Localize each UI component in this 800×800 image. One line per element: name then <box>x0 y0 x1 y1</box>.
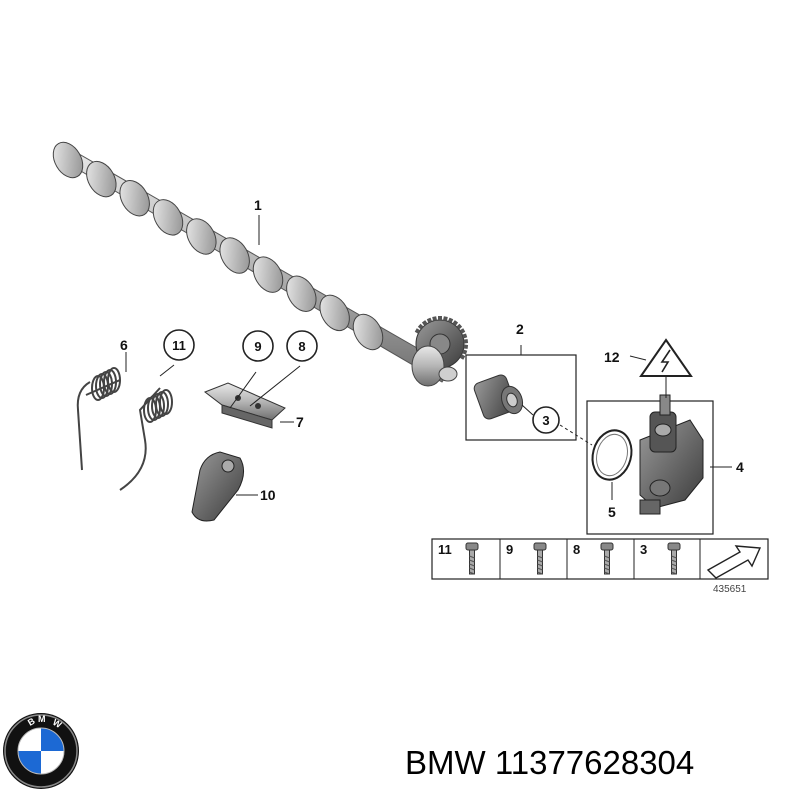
reference-number: 435651 <box>713 584 747 595</box>
callout-12: 12 <box>604 349 620 365</box>
callout-8: 8 <box>298 339 305 354</box>
bolt-icon <box>533 542 547 575</box>
retaining-plate <box>203 365 301 429</box>
cam-lobe <box>252 256 284 293</box>
cam-lobe <box>86 160 117 198</box>
solenoid-sleeve <box>473 374 524 420</box>
electrical-warning-icon <box>629 338 693 398</box>
direction-arrow-icon <box>706 545 762 579</box>
fastener-label: 11 <box>438 542 452 557</box>
o-ring <box>591 429 633 481</box>
camshaft <box>52 141 469 387</box>
cam-lobe <box>119 180 150 217</box>
part-caption: BMW 11377628304 <box>405 738 795 788</box>
fastener-label: 9 <box>506 542 513 557</box>
part-4-box <box>586 394 732 535</box>
cam-lobe <box>52 141 84 179</box>
part-2-box <box>465 345 593 446</box>
bolt-icon <box>667 542 681 575</box>
cam-lobe <box>319 294 350 332</box>
cam-lobe <box>219 237 250 274</box>
eccentric-shaft-sensor <box>639 394 704 515</box>
part-number: 11377628304 <box>494 744 695 781</box>
intermediate-lever <box>191 451 258 522</box>
callout-1: 1 <box>254 197 262 213</box>
callout-7: 7 <box>296 414 304 430</box>
fastener-table: 11 9 8 3 435651 <box>431 538 769 595</box>
callout-5: 5 <box>608 504 616 520</box>
cam-lobe <box>352 313 384 351</box>
cam-lobe <box>186 218 217 255</box>
cam-lobe <box>286 275 317 312</box>
callout-9: 9 <box>254 339 261 354</box>
torsion-springs <box>76 352 175 491</box>
callout-4: 4 <box>736 459 744 475</box>
callout-11: 11 <box>172 338 186 353</box>
svg-text:B: B <box>26 716 37 728</box>
part-callouts: 1 2 4 5 6 7 10 12 3 11 9 8 <box>120 197 744 520</box>
cam-lobe <box>152 199 184 236</box>
bolt-icon <box>465 542 479 575</box>
callout-2: 2 <box>516 321 524 337</box>
svg-text:M: M <box>38 714 46 724</box>
bolt-icon <box>600 542 614 575</box>
fastener-label: 8 <box>573 542 580 557</box>
brand-name: BMW <box>405 744 486 781</box>
callout-10: 10 <box>260 487 276 503</box>
callout-3: 3 <box>542 413 549 428</box>
fastener-label: 3 <box>640 542 647 557</box>
callout-6: 6 <box>120 337 128 353</box>
bmw-logo: B M W <box>3 713 79 789</box>
